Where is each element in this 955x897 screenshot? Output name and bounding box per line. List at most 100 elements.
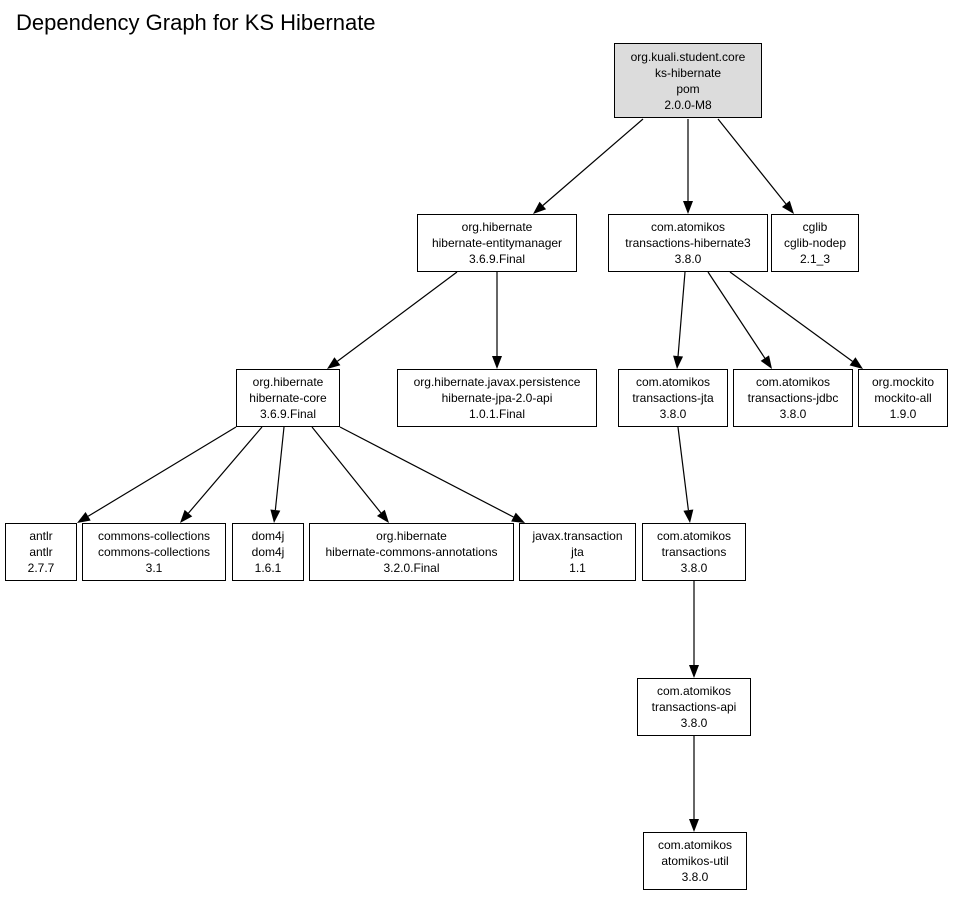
- arrowhead-icon: [849, 357, 863, 369]
- node-artifact: transactions-jdbc: [747, 391, 839, 405]
- edge-line: [542, 118, 644, 206]
- edge-line: [339, 426, 514, 518]
- edge-hcore-to-antlr: [77, 426, 237, 523]
- node-version: 3.8.0: [659, 407, 687, 421]
- edge-root-to-th3: [683, 119, 693, 214]
- node-packaging: pom: [676, 81, 700, 96]
- edge-th3-to-tjdbc: [707, 271, 772, 369]
- node-group: org.kuali.student.core: [630, 49, 746, 64]
- node-group: org.hibernate: [461, 220, 533, 234]
- node-group: com.atomikos: [650, 220, 726, 234]
- arrowhead-icon: [781, 200, 794, 214]
- node-antlr: antlr antlr 2.7.7: [5, 523, 77, 581]
- arrowhead-icon: [760, 355, 772, 369]
- arrowhead-icon: [511, 512, 525, 523]
- page-title: Dependency Graph for KS Hibernate: [16, 10, 376, 35]
- node-jpa: org.hibernate.javax.persistence hibernate…: [397, 369, 597, 427]
- arrowhead-icon: [327, 357, 341, 369]
- arrowhead-icon: [376, 509, 389, 523]
- node-artifact: transactions: [661, 545, 727, 559]
- node-mockito: org.mockito mockito-all 1.9.0: [858, 369, 948, 427]
- edge-hcore-to-cc: [180, 426, 263, 523]
- arrowhead-icon: [180, 509, 193, 523]
- edge-line: [337, 271, 458, 362]
- node-version: 3.8.0: [779, 407, 807, 421]
- node-group: antlr: [29, 529, 53, 543]
- node-artifact: jta: [571, 545, 584, 559]
- node-group: com.atomikos: [656, 529, 732, 543]
- edge-line: [677, 271, 686, 357]
- node-cglib: cglib cglib-nodep 2.1_3: [771, 214, 859, 272]
- edge-line: [729, 271, 853, 362]
- arrowhead-icon: [683, 201, 693, 214]
- node-tjta: com.atomikos transactions-jta 3.8.0: [618, 369, 728, 427]
- arrowhead-icon: [689, 819, 699, 832]
- arrowhead-icon: [492, 356, 502, 369]
- arrowhead-icon: [689, 665, 699, 678]
- node-version: 3.2.0.Final: [383, 561, 440, 575]
- node-artifact: hibernate-entitymanager: [431, 236, 563, 250]
- node-version: 3.8.0: [674, 252, 702, 266]
- node-version: 3.8.0: [680, 716, 708, 730]
- node-group: org.hibernate.javax.persistence: [413, 375, 581, 389]
- node-hcore: org.hibernate hibernate-core 3.6.9.Final: [236, 369, 340, 427]
- node-artifact: cglib-nodep: [783, 236, 847, 250]
- edge-tjta-to-trans: [677, 426, 694, 523]
- edge-line: [677, 426, 689, 511]
- node-trans: com.atomikos transactions 3.8.0: [642, 523, 746, 581]
- node-artifact: transactions-api: [651, 700, 737, 714]
- node-dom4j: dom4j dom4j 1.6.1: [232, 523, 304, 581]
- node-artifact: transactions-jta: [632, 391, 714, 405]
- node-jta: javax.transaction jta 1.1: [519, 523, 636, 581]
- node-version: 3.8.0: [681, 870, 709, 884]
- node-version: 3.6.9.Final: [259, 407, 317, 421]
- edge-root-to-cglib: [717, 118, 794, 214]
- edge-trans-to-tapi: [689, 581, 699, 678]
- edge-line: [707, 271, 766, 359]
- edge-line: [717, 118, 787, 205]
- edge-hcore-to-dom4j: [270, 426, 285, 523]
- node-version: 2.0.0-M8: [664, 97, 712, 112]
- edge-line: [187, 426, 263, 514]
- node-group: cglib: [802, 220, 828, 234]
- arrowhead-icon: [77, 512, 91, 523]
- node-group: org.mockito: [871, 375, 935, 389]
- edge-hem-to-hcore: [327, 271, 458, 369]
- node-group: org.hibernate: [376, 529, 447, 543]
- edge-line: [274, 426, 285, 511]
- node-version: 1.6.1: [254, 561, 282, 575]
- edge-th3-to-mockito: [729, 271, 863, 369]
- node-artifact: atomikos-util: [661, 854, 729, 868]
- node-version: 2.7.7: [27, 561, 55, 575]
- node-artifact: hibernate-jpa-2.0-api: [441, 391, 553, 405]
- edge-tapi-to-autil: [689, 736, 699, 832]
- arrowhead-icon: [683, 509, 694, 523]
- node-version: 3.8.0: [680, 561, 708, 575]
- arrowhead-icon: [533, 201, 547, 214]
- node-group: javax.transaction: [532, 529, 623, 543]
- node-artifact: mockito-all: [874, 391, 932, 405]
- edge-hem-to-jpa: [492, 272, 502, 369]
- edge-root-to-hem: [533, 118, 644, 214]
- node-artifact: ks-hibernate: [654, 65, 722, 80]
- node-artifact: dom4j: [251, 545, 285, 559]
- node-artifact: hibernate-core: [249, 391, 327, 405]
- node-group: commons-collections: [97, 529, 211, 543]
- node-group: com.atomikos: [635, 375, 711, 389]
- node-group: org.hibernate: [252, 375, 324, 389]
- arrowhead-icon: [270, 509, 281, 523]
- node-version: 2.1_3: [799, 252, 831, 266]
- node-version: 1.1: [569, 561, 586, 575]
- node-artifact: antlr: [29, 545, 53, 559]
- node-group: dom4j: [251, 529, 285, 543]
- node-version: 1.9.0: [889, 407, 917, 421]
